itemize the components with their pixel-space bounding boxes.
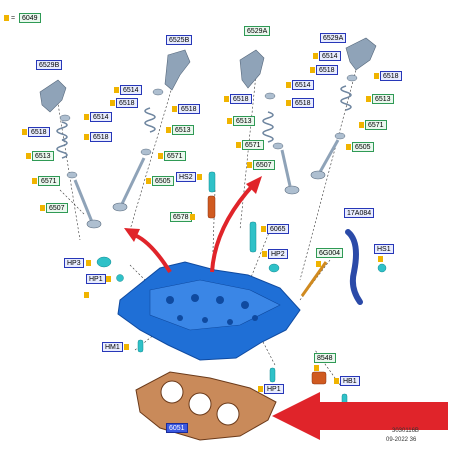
marker (366, 96, 371, 102)
label-6518-left-b[interactable]: 6518 (90, 132, 112, 142)
pointer-arrows (124, 176, 448, 440)
small-parts (96, 171, 387, 407)
label-6518-right-b[interactable]: 6518 (380, 71, 402, 81)
marker (190, 214, 195, 220)
gasket-arrow (272, 392, 448, 440)
label-8548[interactable]: 8548 (314, 353, 336, 363)
marker (378, 256, 383, 262)
marker (22, 129, 27, 135)
label-6571-left[interactable]: 6571 (38, 176, 60, 186)
figure-ref: 3030116B (392, 428, 419, 434)
label-6518-mid-a[interactable]: 6518 (230, 94, 252, 104)
marker (314, 365, 319, 371)
label-HM1[interactable]: HM1 (102, 342, 123, 352)
label-6529B-left[interactable]: 6529B (36, 60, 63, 70)
marker (224, 96, 229, 102)
label-6571-right[interactable]: 6571 (365, 120, 387, 130)
marker (197, 174, 202, 180)
label-6513-midleft[interactable]: 6513 (172, 125, 194, 135)
label-6529A-mid[interactable]: 6529A (244, 26, 271, 36)
legend-equals: = (11, 15, 16, 22)
figure-date: 09-2022 36 (386, 437, 417, 443)
marker (40, 205, 45, 211)
valve-train-mid (239, 49, 300, 195)
label-6518-midleft-a[interactable]: 6518 (116, 98, 138, 108)
label-6513-left[interactable]: 6513 (32, 151, 54, 161)
label-6514-right[interactable]: 6514 (319, 51, 341, 61)
marker (110, 100, 115, 106)
label-6518-left-a[interactable]: 6518 (28, 127, 50, 137)
label-HP2[interactable]: HP2 (268, 249, 288, 259)
label-6G004[interactable]: 6G004 (316, 248, 344, 258)
label-6578[interactable]: 6578 (170, 212, 192, 222)
marker (84, 292, 89, 298)
marker (172, 106, 177, 112)
label-HP3[interactable]: HP3 (64, 258, 84, 268)
label-6051-gasket[interactable]: 6051 (166, 423, 188, 433)
label-6505-right[interactable]: 6505 (352, 142, 374, 152)
label-6507-left[interactable]: 6507 (46, 203, 68, 213)
marker (374, 73, 379, 79)
marker (236, 142, 241, 148)
head-gasket (135, 371, 277, 441)
marker (158, 153, 163, 159)
legend-marker (4, 15, 9, 21)
marker (86, 260, 91, 266)
label-6518-mid-b[interactable]: 6518 (292, 98, 314, 108)
label-HS2[interactable]: HS2 (176, 172, 196, 182)
marker (84, 114, 89, 120)
label-6514-mid[interactable]: 6514 (292, 80, 314, 90)
marker (258, 386, 263, 392)
marker (310, 67, 315, 73)
label-6571-mid[interactable]: 6571 (242, 140, 264, 150)
marker (146, 178, 151, 184)
valve-train-left (39, 79, 102, 229)
label-6513-mid[interactable]: 6513 (233, 116, 255, 126)
label-6518-midleft-b[interactable]: 6518 (178, 104, 200, 114)
valve-train-midleft (112, 49, 191, 212)
legend-code: 6049 (19, 13, 41, 23)
marker (32, 178, 37, 184)
cylinder-head (117, 261, 301, 361)
marker (26, 153, 31, 159)
marker (286, 100, 291, 106)
label-6513-right[interactable]: 6513 (372, 94, 394, 104)
label-6505-midleft[interactable]: 6505 (152, 176, 174, 186)
label-6525B[interactable]: 6525B (166, 35, 193, 45)
marker (261, 226, 266, 232)
marker (124, 344, 129, 350)
label-6514-midleft[interactable]: 6514 (120, 85, 142, 95)
marker (227, 118, 232, 124)
label-HB1[interactable]: HB1 (340, 376, 360, 386)
label-17A084[interactable]: 17A084 (344, 208, 375, 218)
label-6514-left[interactable]: 6514 (90, 112, 112, 122)
marker (316, 261, 321, 267)
label-6571-midleft[interactable]: 6571 (164, 151, 186, 161)
marker (262, 251, 267, 257)
valve-train-right (310, 37, 377, 180)
marker (106, 276, 111, 282)
label-HP1-bottom[interactable]: HP1 (264, 384, 284, 394)
marker (247, 162, 252, 168)
marker (84, 134, 89, 140)
marker (313, 53, 318, 59)
label-HS1[interactable]: HS1 (374, 244, 394, 254)
marker (359, 122, 364, 128)
marker (286, 82, 291, 88)
marker (166, 127, 171, 133)
label-6065[interactable]: 6065 (267, 224, 289, 234)
marker (346, 144, 351, 150)
label-HP1-top[interactable]: HP1 (86, 274, 106, 284)
label-6518-right-a[interactable]: 6518 (316, 65, 338, 75)
label-6529A-right[interactable]: 6529A (320, 33, 347, 43)
marker (334, 378, 339, 384)
marker (114, 87, 119, 93)
label-6507-mid[interactable]: 6507 (253, 160, 275, 170)
